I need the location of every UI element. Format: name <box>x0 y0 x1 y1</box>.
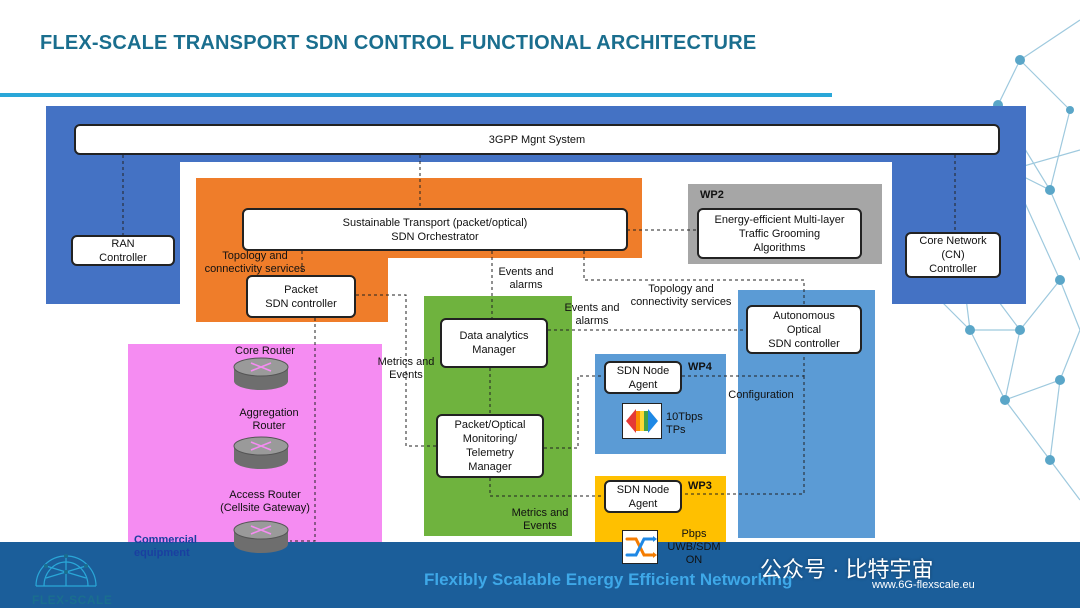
events-alarms-label-top: Events and alarms <box>498 266 554 291</box>
core-network-controller[interactable]: Core Network (CN) Controller <box>905 232 1001 278</box>
access-router-icon <box>233 520 289 553</box>
sdn-node-agent-wp3[interactable]: SDN Node Agent <box>604 480 682 513</box>
core-router-icon <box>233 357 289 390</box>
events-alarms-label-mid: Events and alarms <box>564 302 620 327</box>
ran-controller[interactable]: RAN Controller <box>71 235 175 266</box>
metrics-events-label-bottom: Metrics and Events <box>511 507 569 532</box>
metrics-events-label-left: Metrics and Events <box>377 356 435 381</box>
wp2-label: WP2 <box>700 189 724 201</box>
packet-sdn-controller[interactable]: Packet SDN controller <box>246 275 356 318</box>
sdn-node-agent-wp4[interactable]: SDN Node Agent <box>604 361 682 394</box>
title-underline <box>0 93 832 97</box>
traffic-grooming-algorithms[interactable]: Energy-efficient Multi-layer Traffic Gro… <box>697 208 862 259</box>
transponder-icon <box>622 403 662 439</box>
aggregation-router-label: Aggregation Router <box>239 407 299 432</box>
aggregation-router-icon <box>233 436 289 469</box>
telemetry-manager[interactable]: Packet/Optical Monitoring/ Telemetry Man… <box>436 414 544 478</box>
footer-url[interactable]: www.6G-flexscale.eu <box>872 579 975 591</box>
footer-bar <box>0 542 1080 608</box>
transponder-label: 10Tbps TPs <box>666 411 703 436</box>
3gpp-mgnt-system[interactable]: 3GPP Mgnt System <box>74 124 1000 155</box>
flex-scale-logo-icon <box>35 554 97 587</box>
data-analytics-manager[interactable]: Data analytics Manager <box>440 318 548 368</box>
sdn-orchestrator[interactable]: Sustainable Transport (packet/optical) S… <box>242 208 628 251</box>
optical-sdn-controller[interactable]: Autonomous Optical SDN controller <box>746 305 862 354</box>
core-router-label: Core Router <box>235 345 295 357</box>
configuration-label: Configuration <box>728 389 794 401</box>
topology-services-label-left: Topology and connectivity services <box>204 250 306 275</box>
wp3-label: WP3 <box>688 480 712 492</box>
topology-services-label-right: Topology and connectivity services <box>630 283 732 308</box>
wechat-watermark: 公众号 · 比特宇宙 <box>760 557 934 582</box>
wp4-label: WP4 <box>688 361 712 373</box>
optical-switch-icon <box>622 530 658 564</box>
commercial-equipment-label: Commercial equipment <box>134 534 197 559</box>
optical-network-label: Pbps UWB/SDM ON <box>667 528 721 566</box>
flex-scale-brand: FLEX-SCALE <box>32 593 113 607</box>
footer-tagline: Flexibly Scalable Energy Efficient Netwo… <box>424 570 793 589</box>
access-router-label: Access Router (Cellsite Gateway) <box>220 489 310 514</box>
page-title: FLEX-SCALE TRANSPORT SDN CONTROL FUNCTIO… <box>40 32 757 54</box>
